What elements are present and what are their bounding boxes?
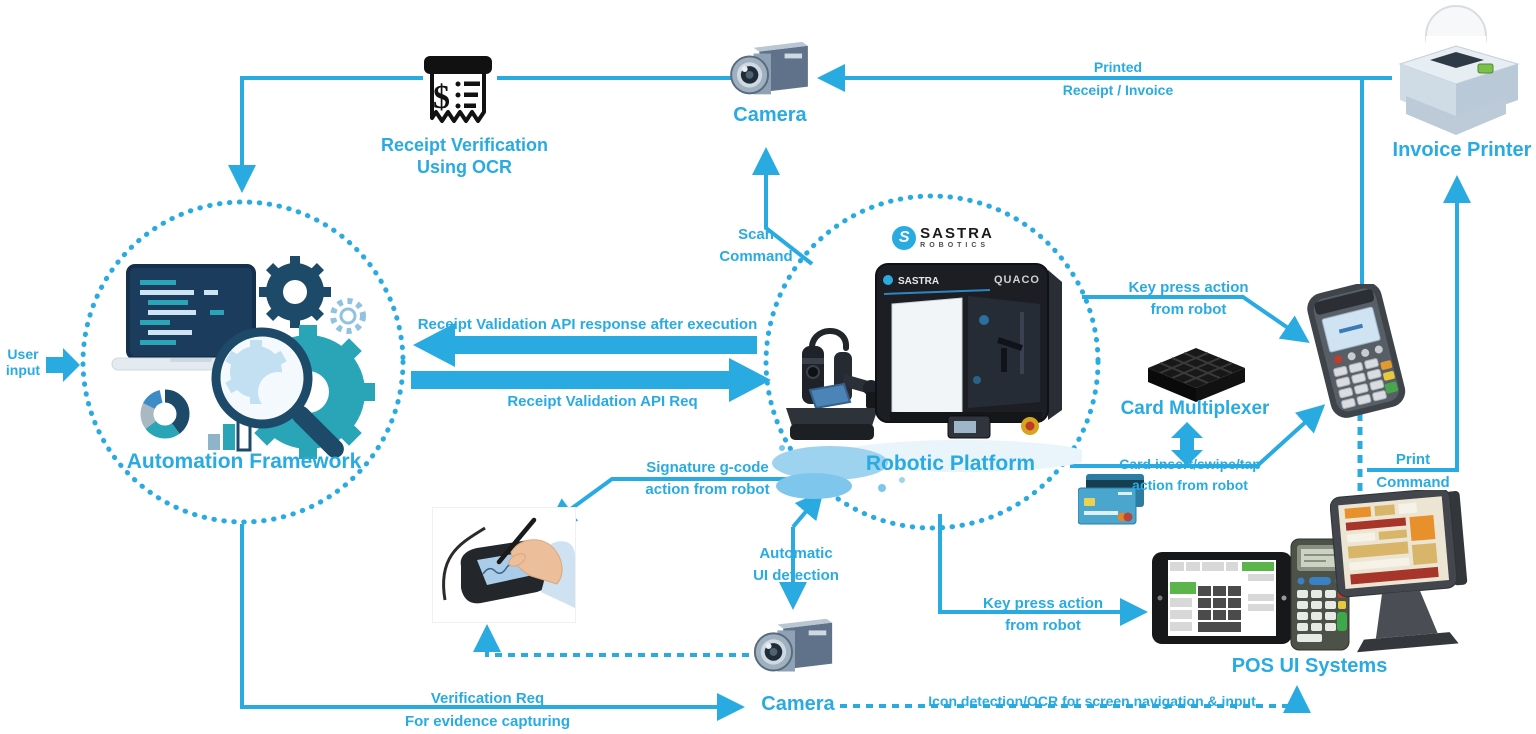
gear-icon (330, 298, 366, 334)
scan-command-label: Scan Command (719, 226, 793, 265)
edge-icon-detection-dashed (840, 685, 1311, 713)
pos-terminal-icon (1307, 284, 1406, 418)
edge-receipt-to-framework (228, 76, 423, 193)
icon-detection-label: Icon detection/OCR for screen navigation… (928, 693, 1256, 709)
edge-print-command (1367, 175, 1471, 472)
api-request-label: Receipt Validation API Req (507, 393, 698, 410)
edge-scan-command (752, 147, 814, 266)
edge-auto-ui-to-robot (791, 490, 824, 529)
card-action-label: Card insert/swipe/tap action from robot (1119, 456, 1261, 493)
receipt-icon: $ (424, 56, 492, 123)
pos-ui-systems-label: POS UI Systems (1231, 655, 1388, 677)
edge-camera-to-sigpad-dashed (473, 624, 749, 657)
signature-pad-icon (442, 517, 575, 608)
automation-framework-circle (80, 199, 406, 525)
robotic-platform-circle (763, 193, 1101, 531)
pos-pinpad-icon (1290, 538, 1350, 651)
credit-cards-icon (1078, 474, 1144, 525)
pos-tablet-icon (1152, 552, 1292, 644)
platform-base-splash (772, 440, 1082, 499)
bar-chart-icon (208, 408, 252, 452)
sastra-logo-subtext: ROBOTICS (920, 242, 990, 249)
robot-arm-device (786, 328, 879, 440)
pos-register-monitor-icon (1330, 490, 1468, 653)
print-command-label: Print Command (1376, 451, 1450, 491)
robotic-platform-label: Robotic Platform (865, 452, 1036, 475)
sastra-logo: S SASTRA ROBOTICS (888, 226, 998, 250)
key-press-pos-ui-label: Key press action from robot (982, 595, 1104, 634)
api-response-label: Receipt Validation API response after ex… (417, 316, 758, 333)
automation-framework-illustration (111, 256, 375, 459)
donut-chart-icon (140, 389, 190, 439)
user-input-arrow (46, 348, 80, 382)
card-multiplexer-label: Card Multiplexer (1120, 398, 1270, 419)
invoice-printer-label: Invoice Printer (1392, 139, 1532, 161)
card-multiplexer-icon (1148, 348, 1245, 402)
gear-icon (259, 256, 331, 328)
signature-pad-photo (433, 508, 575, 622)
edge-verification-req (240, 524, 745, 721)
sastra-logo-mark: S (892, 226, 917, 250)
magnifier-icon (211, 327, 344, 458)
edge-key-press-pos-ui (938, 514, 1148, 626)
automatic-ui-detection-label: Automatic UI detection (753, 545, 839, 584)
machine-model-text: QUACO (994, 274, 1040, 286)
signature-gcode-label: Signature g-code action from robot (645, 459, 770, 498)
edge-api-request-arrow (411, 358, 771, 402)
automation-framework-label: Automation Framework (126, 450, 362, 473)
sastra-logo-text: SASTRA (920, 225, 994, 242)
receipt-ocr-label: Receipt Verification Using OCR (380, 135, 549, 177)
svg-text:$: $ (433, 79, 450, 116)
edge-signature-gcode (547, 477, 824, 527)
machine-brand-text: SASTRA (898, 276, 939, 287)
edge-key-press-terminal (1082, 295, 1310, 343)
user-input-label: User input (5, 346, 41, 378)
invoice-printer-icon (1398, 5, 1520, 135)
verification-req-label: Verification Req For evidence capturing (404, 690, 571, 730)
key-press-terminal-label: Key press action from robot (1128, 279, 1249, 318)
edge-card-action (1070, 404, 1326, 468)
printed-receipt-label: Printed Receipt / Invoice (1062, 59, 1174, 98)
camera-bottom-label: Camera (761, 693, 835, 715)
camera-bottom-icon (753, 618, 833, 672)
edge-api-response-arrow (413, 323, 757, 367)
camera-top-label: Camera (733, 104, 807, 126)
camera-top-icon (730, 41, 808, 95)
quaco-robot-machine: SASTRA QUACO (875, 263, 1062, 439)
card-multiplexer-sync-arrow (1171, 422, 1203, 466)
